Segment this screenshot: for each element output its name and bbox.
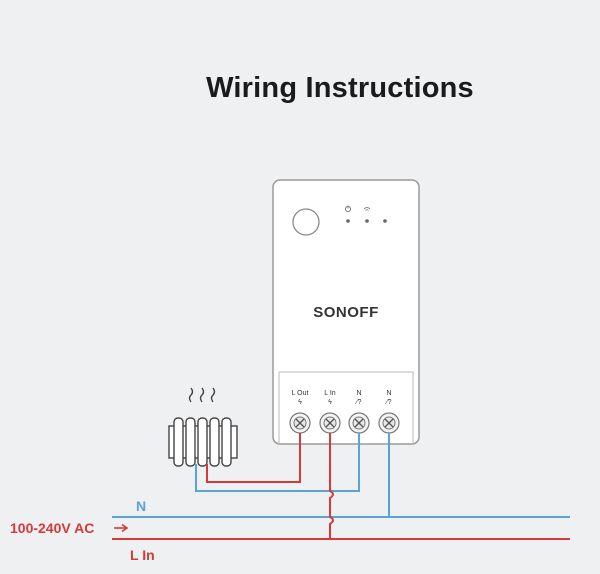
live-in-label: L In — [130, 547, 155, 563]
terminal-symbol-n-1: ⁄? — [354, 399, 361, 406]
terminal-screw-l-out — [289, 412, 311, 434]
heater-live-wire — [206, 433, 301, 483]
neutral-label: N — [136, 498, 146, 514]
live-in-wire — [329, 433, 334, 539]
terminal-label-l-out: L Out — [292, 390, 309, 397]
brand-logo: SONOFF — [313, 304, 379, 321]
heater-icon — [168, 387, 238, 467]
terminal-symbol-n-2: ⁄? — [384, 399, 391, 406]
terminal-screw-n-1 — [348, 412, 370, 434]
terminal-label-n-2: N — [386, 390, 391, 397]
terminal-label-l-in: L In — [324, 390, 336, 397]
terminal-label-n-1: N — [356, 390, 361, 397]
heater-neutral-wire — [195, 433, 360, 492]
terminal-symbol-l-in: ϟ — [328, 399, 332, 406]
power-indicator-icon — [344, 205, 351, 223]
page-title: Wiring Instructions — [206, 72, 474, 104]
smart-switch-device: SONOFF L Out ϟ L In ϟ N ⁄? N ⁄? — [272, 179, 420, 445]
terminal-symbol-l-out: ϟ — [298, 399, 302, 406]
wifi-indicator-icon — [363, 207, 371, 223]
terminal-screw-l-in — [319, 412, 341, 434]
status-led — [383, 219, 387, 223]
supply-voltage-label: 100-240V AC — [10, 520, 94, 536]
power-button — [292, 208, 320, 236]
supply-arrow-icon — [114, 523, 129, 533]
terminal-screw-n-2 — [378, 412, 400, 434]
